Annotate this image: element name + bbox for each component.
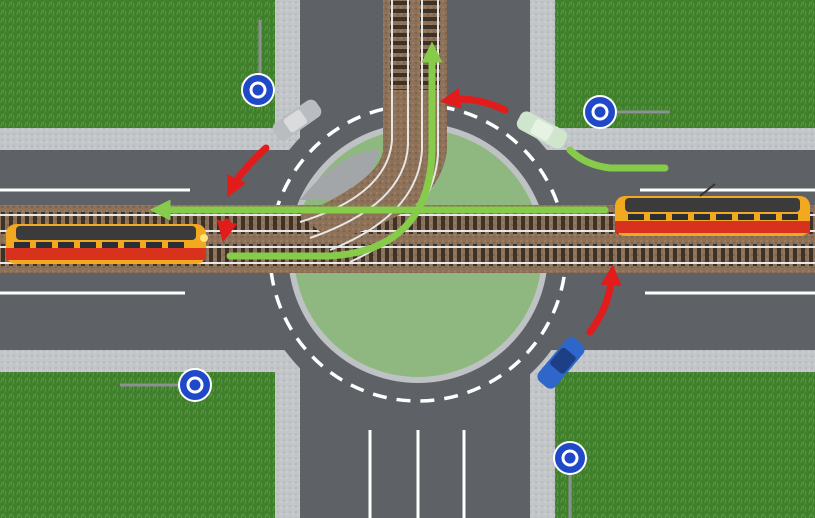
yield-path-north <box>439 87 509 114</box>
car-light-green-ne <box>516 111 568 149</box>
green-route-arrows <box>149 41 669 260</box>
tram-route-west-to-north <box>226 41 443 260</box>
yield-path-se <box>586 264 622 336</box>
red-yield-arrows <box>216 87 622 336</box>
roundabout-sign-nw <box>241 20 275 107</box>
car-silver-nw <box>272 99 322 141</box>
car-route-ne-entry <box>566 146 669 172</box>
lane-lines <box>0 188 815 518</box>
roundabout-sign-ne <box>583 95 670 129</box>
tram-west <box>6 224 208 264</box>
car-blue-se <box>537 337 585 389</box>
roundabout-sign-se <box>553 441 587 518</box>
tram-east <box>615 183 810 236</box>
yield-path-nw <box>227 144 270 198</box>
roundabout-sign-sw <box>120 368 212 402</box>
